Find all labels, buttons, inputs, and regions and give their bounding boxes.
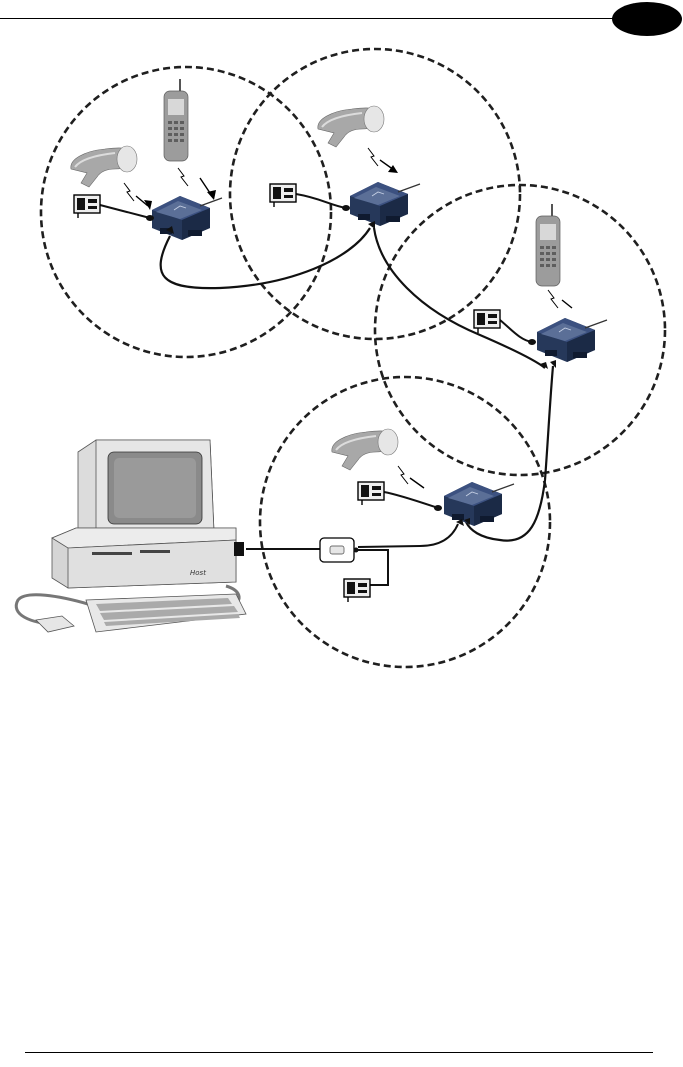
handheld-scanner-2 [318,106,384,147]
base-station-4 [444,482,514,526]
radio-arrow-3 [562,300,572,308]
cable-bs1-bs2 [161,228,370,288]
base-station-2 [350,182,420,226]
power-adapter-5 [344,579,370,602]
power-cable-1 [100,205,150,218]
cell-boundary-4 [260,377,550,667]
header-rule [0,18,630,19]
power-adapter-4 [358,482,384,505]
power-adapter-2 [270,184,296,207]
host-computer: Host [16,440,246,632]
radio-arrow-4 [410,478,424,488]
handheld-scanner-1 [71,146,137,187]
cable-adapter-bs4 [358,524,458,547]
power-adapter-3 [474,310,500,333]
interface-adapter [320,538,359,562]
network-diagram: Host [0,40,683,680]
mobile-terminal-1 [164,79,188,161]
footer-rule [25,1052,653,1053]
radio-signal-1b [178,168,188,186]
base-station-3 [537,318,607,362]
base-station-1 [152,196,222,240]
chapter-tab-badge [612,2,682,36]
computer-brand-label: Host [190,569,206,577]
power-cable-2 [296,194,346,208]
power-cable-4 [384,492,438,508]
power-cable-3 [500,320,532,342]
handheld-scanner-4 [332,429,398,470]
radio-signal-4 [398,466,408,484]
mobile-terminal-3 [536,204,560,286]
mouse [36,616,74,632]
cell-boundary-3 [375,185,665,475]
radio-signal-3 [548,290,558,308]
power-adapter-1 [74,195,100,218]
radio-signal-2 [368,148,378,166]
radio-signal-1a [124,183,134,201]
